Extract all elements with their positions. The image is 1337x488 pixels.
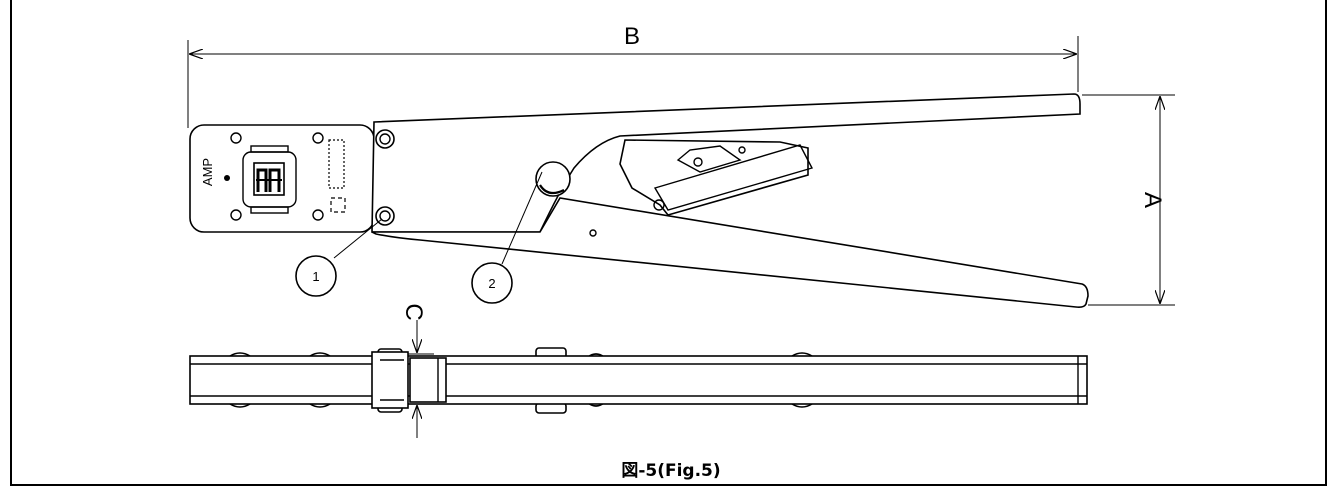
dimension-b-label: B: [624, 23, 640, 50]
marking-box: [330, 197, 346, 213]
dimension-a: A: [1082, 94, 1175, 306]
dimension-a-label: A: [1139, 192, 1166, 208]
figure-frame: [10, 0, 1327, 486]
callout-2: 2: [471, 171, 543, 304]
svg-text:2: 2: [488, 276, 495, 291]
dot-icon: [224, 175, 230, 181]
tool-side-view: [189, 347, 1088, 414]
svg-text:1: 1: [312, 269, 319, 284]
callout-1: 1: [295, 218, 383, 297]
screw-icon: [312, 132, 324, 144]
pin-hole: [589, 229, 597, 237]
tool-top-view: AMP: [189, 93, 1089, 308]
ratchet-housing: [619, 139, 809, 216]
lower-handle: [371, 197, 1089, 308]
dimension-c-label: C: [400, 303, 427, 320]
brand-marking: AMP: [200, 158, 215, 186]
upper-handle: [371, 93, 1081, 233]
figure-caption: 図-5(Fig.5): [621, 461, 720, 481]
side-die-block: [371, 351, 409, 409]
main-pivot: [535, 161, 571, 197]
screw-icon: [230, 132, 242, 144]
side-body: [189, 355, 1088, 405]
dimension-b: B: [187, 23, 1079, 128]
screw-icon: [230, 209, 242, 221]
screw-icon: [312, 209, 324, 221]
marking-area: [328, 139, 345, 189]
pivot-bolt: [375, 129, 395, 149]
